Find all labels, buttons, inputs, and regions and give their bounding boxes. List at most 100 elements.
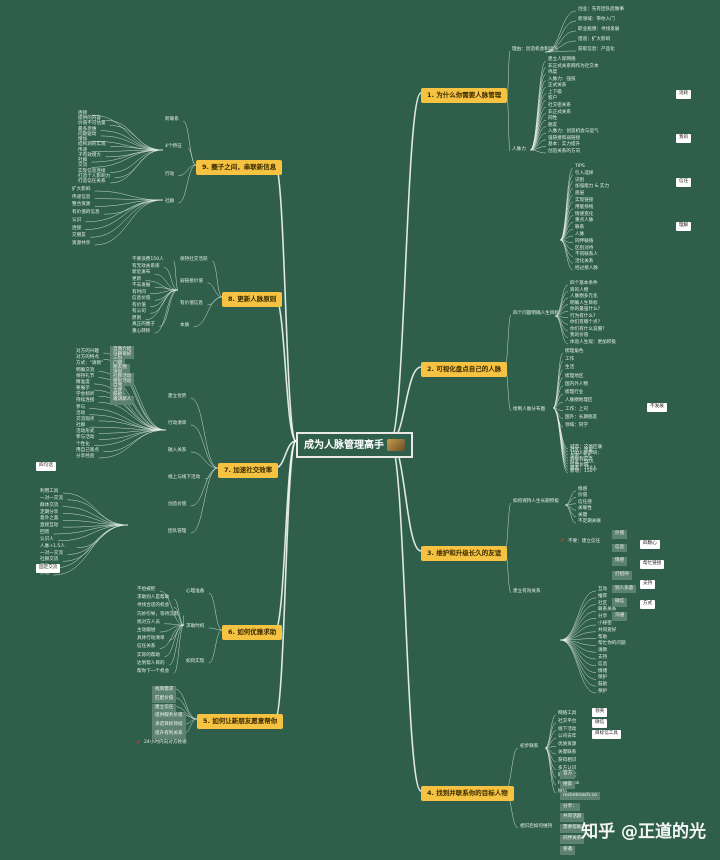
b2-leavesC-8[interactable]: 新增：150个 xyxy=(570,469,598,474)
b5-gboxes-0[interactable]: 找到需求 xyxy=(152,686,177,695)
b4-leaves-4[interactable]: 优质资源 xyxy=(558,742,577,748)
b3-leavesB-12[interactable]: 情绪 xyxy=(598,668,608,674)
b1-boxes-0[interactable]: 消耗 xyxy=(676,90,692,99)
b3-leavesB-8[interactable]: 帮忙你的问题 xyxy=(598,641,626,647)
b3-leavesB-14[interactable]: 鼓励 xyxy=(598,682,608,688)
b7-gboxes-11[interactable]: 邀请新人 xyxy=(110,396,135,405)
b1-leavesB-5[interactable]: 上下级 xyxy=(548,89,562,95)
b3-boxes-0[interactable]: 四颗心 xyxy=(640,540,660,549)
b8-leaves-11[interactable]: 重心转移 xyxy=(132,329,151,334)
b9-leavesB-7[interactable]: 资源共享 xyxy=(72,241,91,246)
b9-leavesA-6[interactable]: 结构洞的实现 xyxy=(78,142,106,148)
b3-leavesB-0[interactable]: 互动 xyxy=(598,587,608,592)
b8-leaves-4[interactable]: 不去发展 xyxy=(132,283,151,289)
b2-leavesC-5[interactable]: 好友：50人 xyxy=(570,460,595,465)
b1-leavesB-13[interactable]: 基本：实力提升 xyxy=(548,142,581,148)
b8-leaves-10[interactable]: 真正的圈子 xyxy=(132,322,155,328)
b3-leavesA-1[interactable]: 价值 xyxy=(578,493,588,499)
b7-leavesA-15[interactable]: 个性化 xyxy=(76,441,90,447)
b1-leaves-a-3[interactable]: 借道：扩大影响 xyxy=(578,37,611,42)
b1-leavesC-14[interactable]: 活化关系 xyxy=(575,259,594,265)
branch-2[interactable]: 2. 可视化盘点自己的人脉 xyxy=(421,362,508,377)
branch-9[interactable]: 9. 圈子之间，串联新信息 xyxy=(196,160,283,175)
b4-gboxes-7[interactable]: 受邀 xyxy=(560,846,576,855)
b3-gboxes-6[interactable]: 沟通 xyxy=(612,612,628,621)
b7-leavesB-10[interactable]: 社群交流 xyxy=(40,557,59,563)
b7-subs-4[interactable]: 创造价值 xyxy=(168,502,187,507)
b7-subs-0[interactable]: 建立优势 xyxy=(168,394,187,399)
b9-leavesB-4[interactable]: 认识 xyxy=(72,217,82,223)
b7-leavesB-9[interactable]: 一对一交流 xyxy=(40,550,63,556)
b3-flag-text[interactable]: 不要：建立信任 xyxy=(568,539,601,544)
b7-leavesA-0[interactable]: 对方的兴趣 xyxy=(76,349,99,354)
b1-leavesC-15[interactable]: 经过接人脉 xyxy=(575,266,598,271)
b3-gboxes-3[interactable]: 打招呼 xyxy=(612,571,632,580)
b8-leaves-9[interactable]: 原则 xyxy=(132,315,142,321)
b3-leavesB-11[interactable]: 信息 xyxy=(598,661,608,667)
b6-leaves-5[interactable]: 主动跟进 xyxy=(137,628,156,633)
b4-leaves-3[interactable]: 公司去年 xyxy=(558,734,577,740)
b7-gboxes-2[interactable]: 三份 xyxy=(110,355,126,364)
b7-leavesB-1[interactable]: 一对一交流 xyxy=(40,495,63,501)
b2-leavesB-7[interactable]: 工作：上司 xyxy=(565,406,588,412)
b9-leavesA-11[interactable]: 实现信息连接 xyxy=(78,168,106,174)
b7-leavesB-7[interactable]: 认识人 xyxy=(40,536,54,542)
b1-leavesC-0[interactable]: TIPS xyxy=(575,164,585,169)
b3-gboxes-1[interactable]: 信息 xyxy=(612,543,628,553)
b5-flag-icon[interactable]: ✔ xyxy=(136,739,142,746)
b2-subs-1[interactable]: 绘制人脉分布图 xyxy=(513,407,546,412)
b7-leavesA-14[interactable]: 参与活动 xyxy=(76,435,95,441)
b7-boxes-0[interactable]: 四句话 xyxy=(36,462,56,471)
b6-leaves-8[interactable]: 实际的帮助 xyxy=(137,652,160,658)
b1-leavesC-2[interactable]: 识别 xyxy=(575,177,585,183)
b3-gboxes-0[interactable]: 价值 xyxy=(612,530,628,539)
b8-leaves-8[interactable]: 有公司 xyxy=(132,309,146,315)
b2-leavesA-1[interactable]: 目的人物 xyxy=(570,287,589,293)
b3-leavesB-13[interactable]: 保护 xyxy=(598,675,608,681)
b8-subs-1[interactable]: 弱链接价值 xyxy=(180,279,203,284)
b1-boxes-1[interactable]: 我的 xyxy=(676,134,692,143)
b1-leavesC-10[interactable]: 人脉 xyxy=(575,232,585,237)
b7-leavesA-12[interactable]: 社群 xyxy=(76,423,86,429)
b9-leavesB-5[interactable]: 连接 xyxy=(72,225,82,231)
b6-subs-0[interactable]: 心理准备 xyxy=(186,589,205,594)
b1-leavesC-4[interactable]: 底层 xyxy=(575,191,585,197)
b4-leaves-7[interactable]: 多方认识 xyxy=(558,765,577,771)
b2-leavesA-0[interactable]: 四个基本条件 xyxy=(570,281,598,286)
b1-leaves-a-1[interactable]: 新领域：带你入门 xyxy=(578,17,615,22)
b6-leaves-7[interactable]: 信任关系 xyxy=(137,644,156,650)
b7-gboxes-5[interactable]: 项目 xyxy=(110,368,126,378)
b1-leavesB-14[interactable]: 创造关系的方向 xyxy=(548,149,581,154)
b9-leavesA-5[interactable]: 增加 xyxy=(78,137,88,143)
b1-leavesB-10[interactable]: 朋友 xyxy=(548,122,558,128)
b2-leavesA-7[interactable]: 你们有什么说服? xyxy=(570,326,605,332)
b9-leavesA-2[interactable]: 价值不可估量 xyxy=(78,121,106,127)
b2-leavesB-9[interactable]: 领域：同学 xyxy=(565,423,588,428)
b6-subs-1[interactable]: 求助时机 xyxy=(186,624,205,629)
b7-gboxes-7[interactable]: 特别活动 xyxy=(110,377,135,387)
b7-leavesA-5[interactable]: 精准度 xyxy=(76,379,90,385)
b8-leaves-5[interactable]: 有时间 xyxy=(132,289,146,295)
b3-boxes-3[interactable]: 方式 xyxy=(640,600,656,609)
b2-leavesC-1[interactable]: 社区：邻里 xyxy=(570,448,593,453)
b4-leaves-6[interactable]: 获得相识 xyxy=(558,757,577,763)
b9-subs-1[interactable]: 4个特征 xyxy=(165,144,182,150)
b1-leavesC-6[interactable]: 用能挣钱 xyxy=(575,204,594,210)
b3-leavesB-4[interactable]: 分享 xyxy=(598,614,608,620)
b6-leaves-9[interactable]: 达到帮人目的 xyxy=(137,660,165,666)
b2-leavesC-4[interactable]: 物件程度高 xyxy=(570,457,593,462)
b9-leavesA-10[interactable]: 交流 xyxy=(78,163,88,169)
branch-3[interactable]: 3. 维护和升级长久的友谊 xyxy=(421,546,508,561)
branch-7[interactable]: 7. 加速社交效率 xyxy=(218,463,279,478)
b1-leavesC-9[interactable]: 联系 xyxy=(575,225,585,231)
b1-leavesC-12[interactable]: 区别对待 xyxy=(575,245,594,251)
b3-leavesA-2[interactable]: 信任感 xyxy=(578,499,592,505)
b5-gboxes-4[interactable]: 承诺目标持续 xyxy=(152,721,186,730)
b1-leavesB-7[interactable]: 社交密关系 xyxy=(548,103,571,108)
b7-leavesA-4[interactable]: 保持礼节 xyxy=(76,373,95,379)
b7-leavesA-11[interactable]: 交流观点 xyxy=(76,416,95,422)
b7-leavesB-0[interactable]: 利用工具 xyxy=(40,489,59,494)
b3-leavesB-5[interactable]: 小秘密 xyxy=(598,621,612,626)
b2-leavesB-8[interactable]: 国外：长期朋友 xyxy=(565,414,598,420)
b3-leavesB-15[interactable]: 保护 xyxy=(598,689,608,694)
